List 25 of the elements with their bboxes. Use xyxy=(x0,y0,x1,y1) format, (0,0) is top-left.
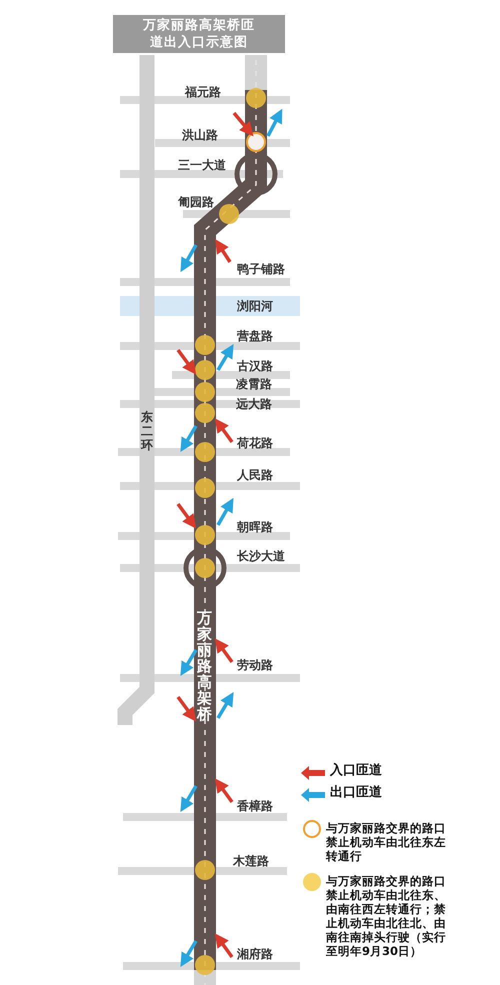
road-label: 福元路 xyxy=(185,85,221,99)
road-label: 荷花路 xyxy=(237,436,273,450)
title-banner: 万家丽路高架桥匝道出入口示意图 xyxy=(113,15,285,53)
road-label: 营盘路 xyxy=(237,329,273,343)
road-label: 洪山路 xyxy=(182,128,218,142)
road-label: 长沙大道 xyxy=(237,549,285,563)
legend-text: 入口匝道 xyxy=(330,764,382,778)
river-label: 浏阳河 xyxy=(237,299,273,313)
road-label: 鸭子铺路 xyxy=(237,262,285,276)
road-label: 匍园路 xyxy=(178,195,214,209)
legend-text: 与万家丽路交界的路口禁止机动车由北往东左转通行 xyxy=(326,821,446,863)
legend-text: 出口匝道 xyxy=(330,786,382,800)
road-label: 木莲路 xyxy=(233,854,269,868)
road-label: 劳动路 xyxy=(237,658,273,672)
road-label: 远大路 xyxy=(236,397,272,411)
road-label: 三一大道 xyxy=(178,158,226,172)
legend-text: 与万家丽路交界的路口禁止机动车由北往东、由南往西左转通行；禁止机动车由北往北、由南往南掉头行驶（实行至明年9月30日） xyxy=(326,874,446,958)
road-label: 朝晖路 xyxy=(237,520,273,534)
ring-road-label: 东二环 xyxy=(141,410,154,452)
road-label: 古汉路 xyxy=(237,359,273,373)
road-label: 香樟路 xyxy=(237,799,273,813)
road-label: 凌霄路 xyxy=(236,377,272,391)
road-label: 湘府路 xyxy=(237,947,273,961)
viaduct-label: 万家丽路高架桥 xyxy=(197,610,213,722)
road-label: 人民路 xyxy=(237,468,273,482)
